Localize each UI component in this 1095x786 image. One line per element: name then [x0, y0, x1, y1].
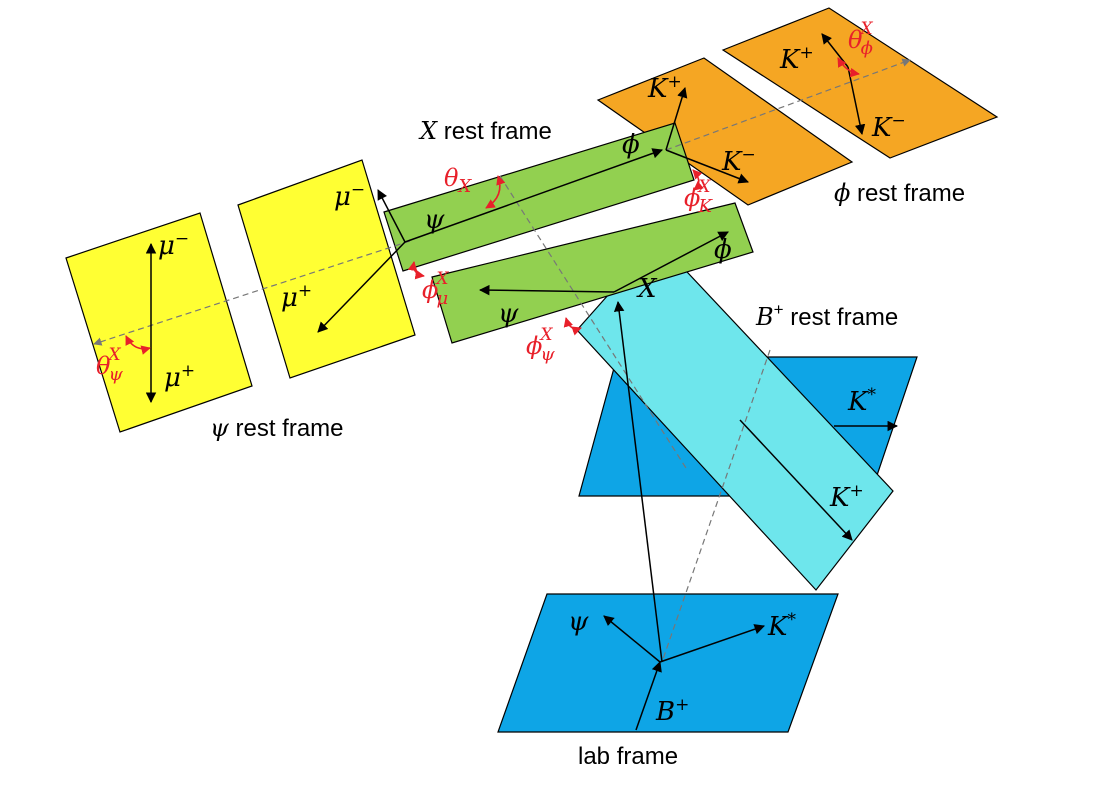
x-rest-plane-lower [431, 202, 754, 344]
psi-label-lab: ψ [568, 607, 589, 637]
mu-minus-label-right: μ− [334, 180, 365, 212]
momentum-arrows [145, 33, 899, 731]
psi-label-x-lower: ψ [498, 299, 519, 329]
phi-rest-plane-right [721, 7, 999, 159]
x-label-b-frame: X [636, 274, 658, 304]
psi-rest-frame-title: ψ rest frame [210, 414, 344, 442]
bplus-label-lab: B+ [655, 695, 689, 727]
mu-minus-label-left: μ− [158, 229, 189, 261]
lab-frame-title: lab frame [578, 743, 678, 770]
x-rest-frame-title: X rest frame [418, 117, 552, 145]
kminus-label-phi-right: K− [871, 111, 906, 143]
kstar-label-b-frame: K* [847, 385, 876, 417]
lab-frame-plane [497, 593, 839, 733]
psi-rest-plane-right [237, 159, 416, 379]
kplus-label-b-frame: K+ [829, 481, 864, 513]
theta-x-label: θX [444, 164, 472, 197]
phi-label-x-upper: ϕ [622, 130, 640, 160]
phi-label-x-lower: ϕ [714, 235, 732, 265]
theta-phi-arc [837, 57, 860, 78]
b-rest-frame-title: B+ rest frame [755, 300, 898, 331]
theta-x-arc [485, 175, 506, 209]
theta-psi-arc [125, 335, 151, 355]
angle-arcs [125, 57, 860, 355]
phi-rest-frame-title: ϕ rest frame [834, 179, 965, 207]
mu-plus-label-right: μ+ [281, 281, 312, 313]
kplus-label-phi-left: K+ [647, 72, 682, 104]
phi-mu-arc [407, 261, 425, 280]
mu-plus-label-left: μ+ [164, 361, 195, 393]
kstar-label-lab: K* [767, 610, 796, 642]
phi-psi-arc [563, 317, 582, 336]
kplus-label-phi-right: K+ [779, 43, 814, 75]
kminus-label-phi-left: K− [721, 145, 756, 177]
psi-label-x-upper: ψ [424, 205, 445, 235]
boost-axes [93, 58, 911, 663]
phi-k-arc [692, 169, 704, 191]
